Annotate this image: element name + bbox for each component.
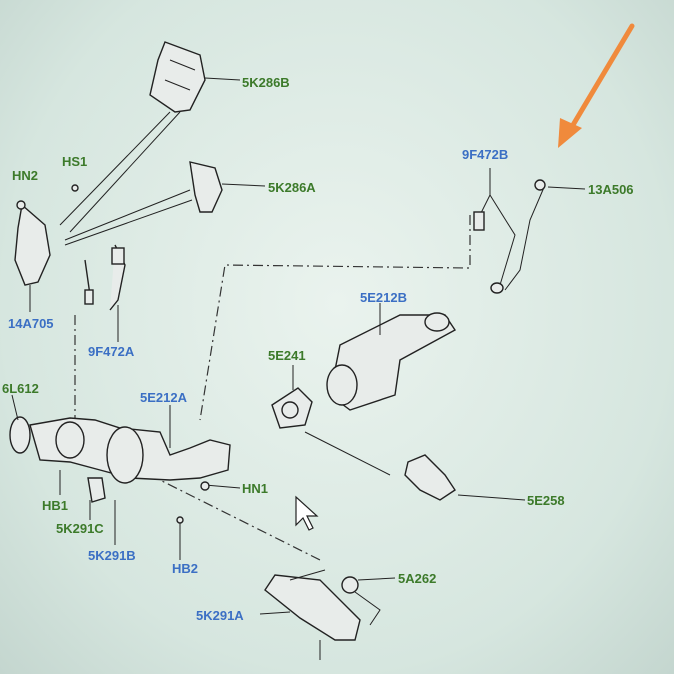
label-5K286B: 5K286B — [242, 75, 290, 90]
label-HN2: HN2 — [12, 168, 38, 183]
label-5E241: 5E241 — [268, 348, 306, 363]
label-HB2: HB2 — [172, 561, 198, 576]
label-HS1: HS1 — [62, 154, 87, 169]
gasket-5E241 — [271, 365, 391, 476]
label-5A262: 5A262 — [398, 571, 436, 586]
arrow-pointer-icon — [558, 23, 635, 148]
bracket-5K286A — [64, 161, 266, 246]
oxygen-sensor-A — [84, 244, 126, 342]
label-5K291B: 5K291B — [88, 548, 136, 563]
gasket-6L612 — [9, 394, 31, 454]
label-5K291A: 5K291A — [196, 608, 244, 623]
label-9F472A: 9F472A — [88, 344, 135, 359]
label-9F472B: 9F472B — [462, 147, 508, 162]
label-HN1: HN1 — [242, 481, 268, 496]
label-14A705: 14A705 — [8, 316, 54, 331]
underbody-shield — [259, 569, 396, 660]
bracket-14A705 — [14, 184, 79, 312]
label-5K286A: 5K286A — [268, 180, 316, 195]
temp-sensor-13A506 — [504, 179, 586, 291]
catalyst-5E212B — [326, 303, 457, 411]
heat-shield-upper — [59, 41, 241, 233]
bolts-group — [59, 470, 184, 560]
mouse-cursor-icon — [295, 495, 319, 531]
heat-shield-5E258 — [404, 454, 526, 501]
label-5E212A: 5E212A — [140, 390, 188, 405]
label-HB1: HB1 — [42, 498, 68, 513]
label-5E212B: 5E212B — [360, 290, 407, 305]
label-5E258: 5E258 — [527, 493, 565, 508]
oxygen-sensor-B — [473, 168, 516, 294]
label-5K291C: 5K291C — [56, 521, 104, 536]
assembly-line-top — [199, 215, 471, 421]
label-6L612: 6L612 — [2, 381, 39, 396]
catalyst-5E212A — [29, 405, 241, 491]
label-13A506: 13A506 — [588, 182, 634, 197]
assembly-line-bottom — [149, 474, 321, 561]
